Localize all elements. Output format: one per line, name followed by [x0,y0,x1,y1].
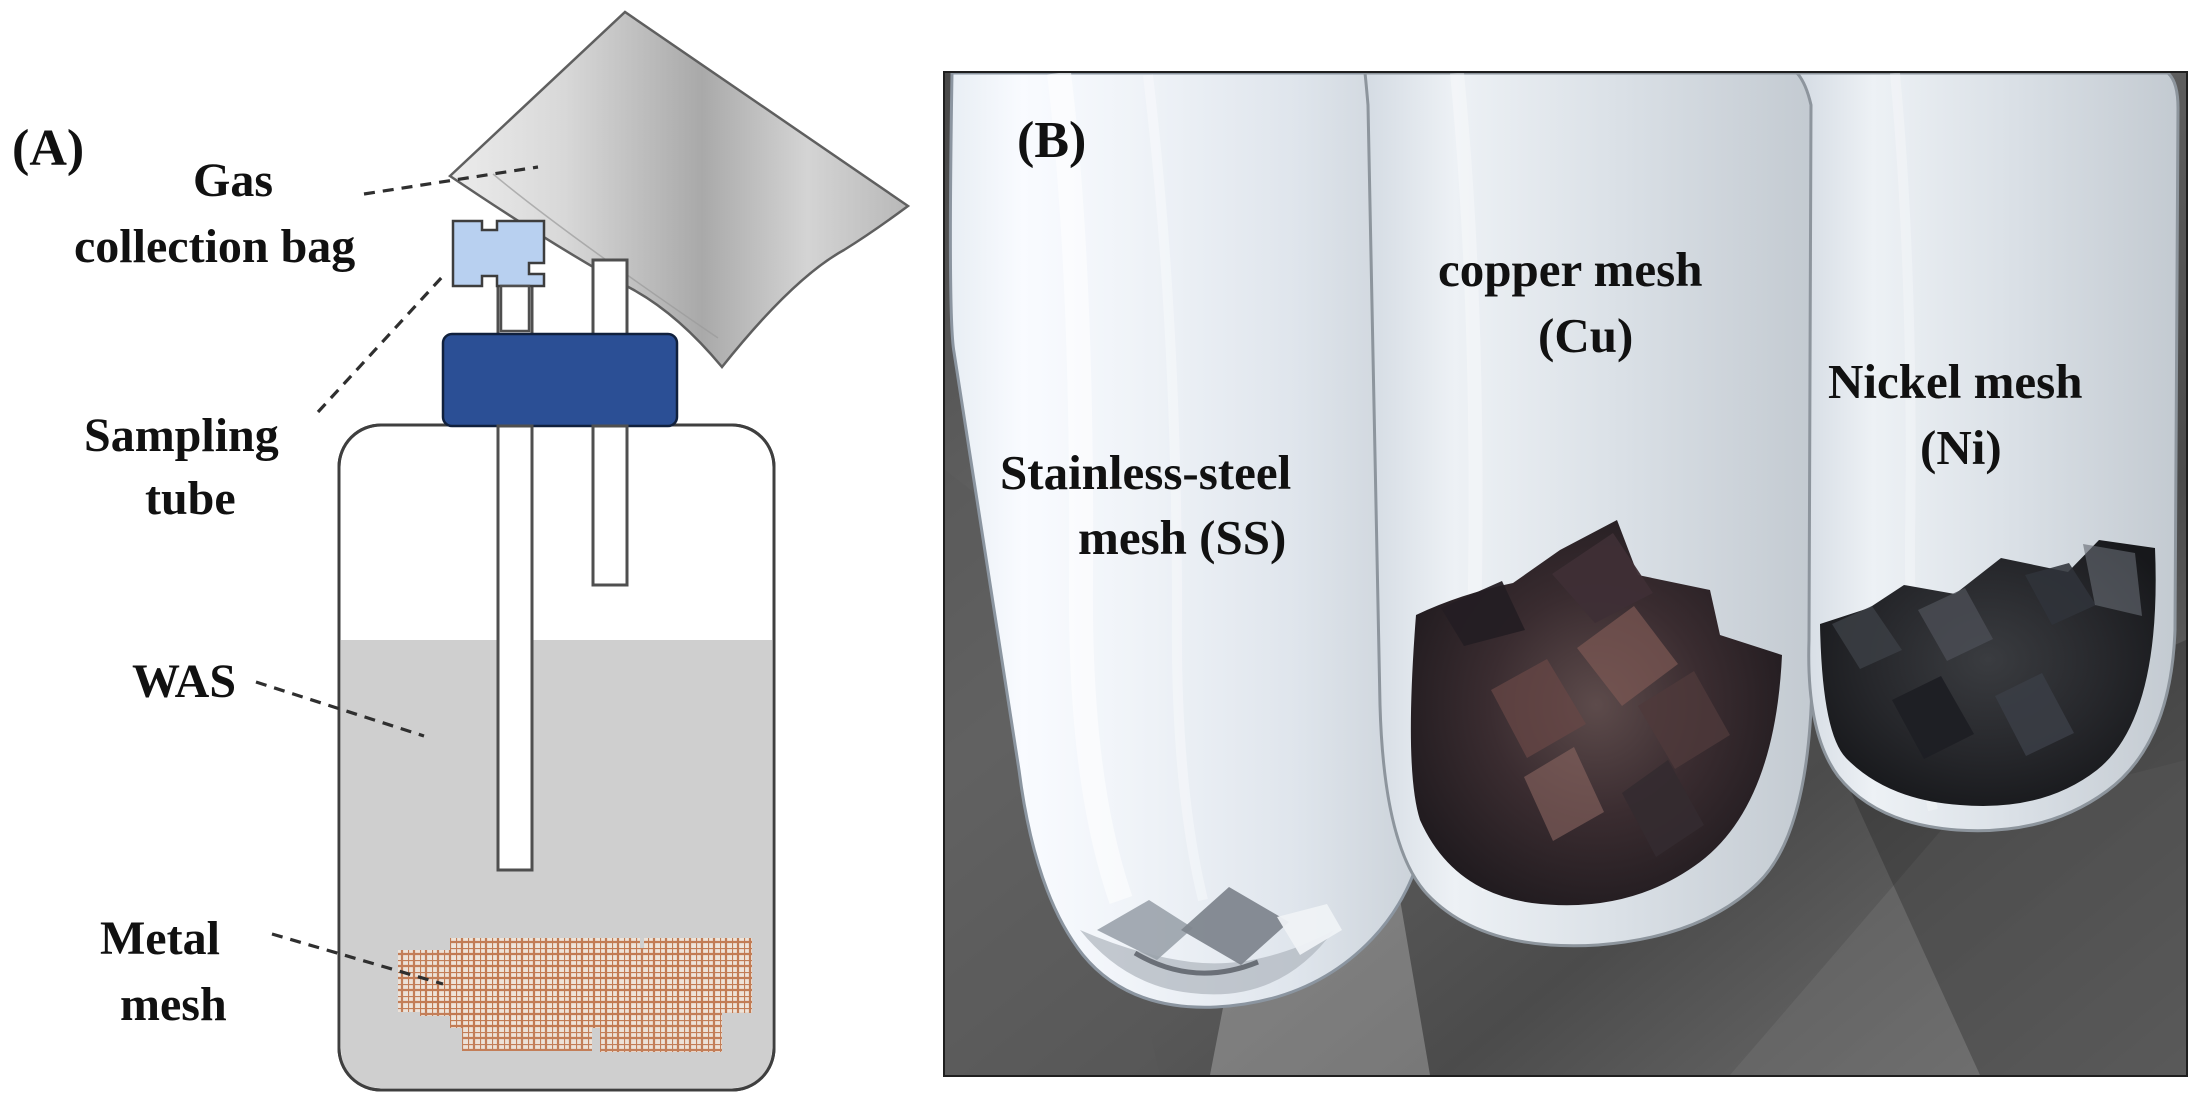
sampling-leader [316,274,445,414]
metal-mesh-icon [398,938,752,1052]
stainless-steel-label-line2: mesh (SS) [1078,510,1286,565]
sampling-label-line1: Sampling [84,409,279,462]
panel-b-photo: (B) Stainless-steel mesh (SS) copper mes… [943,71,2188,1077]
sampling-label-line2: tube [145,472,236,525]
gas-bag-label-line2: collection bag [74,220,355,273]
sampling-tube-body [496,424,534,872]
metal-leader [271,932,444,986]
panel-b-label: (B) [1017,112,1086,169]
nickel-label-line1: Nickel mesh [1828,354,2083,409]
was-label: WAS [132,655,236,708]
sampling-valve-icon [451,219,546,288]
panel-a-diagram: (A) Gas collection [12,10,911,1092]
panel-a-label: (A) [12,120,84,177]
valve-stem [499,284,531,333]
stainless-steel-label-line1: Stainless-steel [1000,445,1291,500]
gas-bag-label-line1: Gas [193,154,273,207]
nickel-label-line2: (Ni) [1920,420,2002,475]
gas-bag-crease [492,173,719,339]
metal-label-line1: Metal [100,912,220,965]
bottle-cap-icon [441,332,679,428]
was-leader [255,680,425,738]
copper-label-line1: copper mesh [1438,242,1703,297]
metal-label-line2: mesh [120,978,227,1031]
outlet-tube-body [591,424,629,587]
gas-bag-leader [363,165,539,196]
copper-label-line2: (Cu) [1538,308,1633,363]
gas-collection-bag-icon [448,10,911,369]
